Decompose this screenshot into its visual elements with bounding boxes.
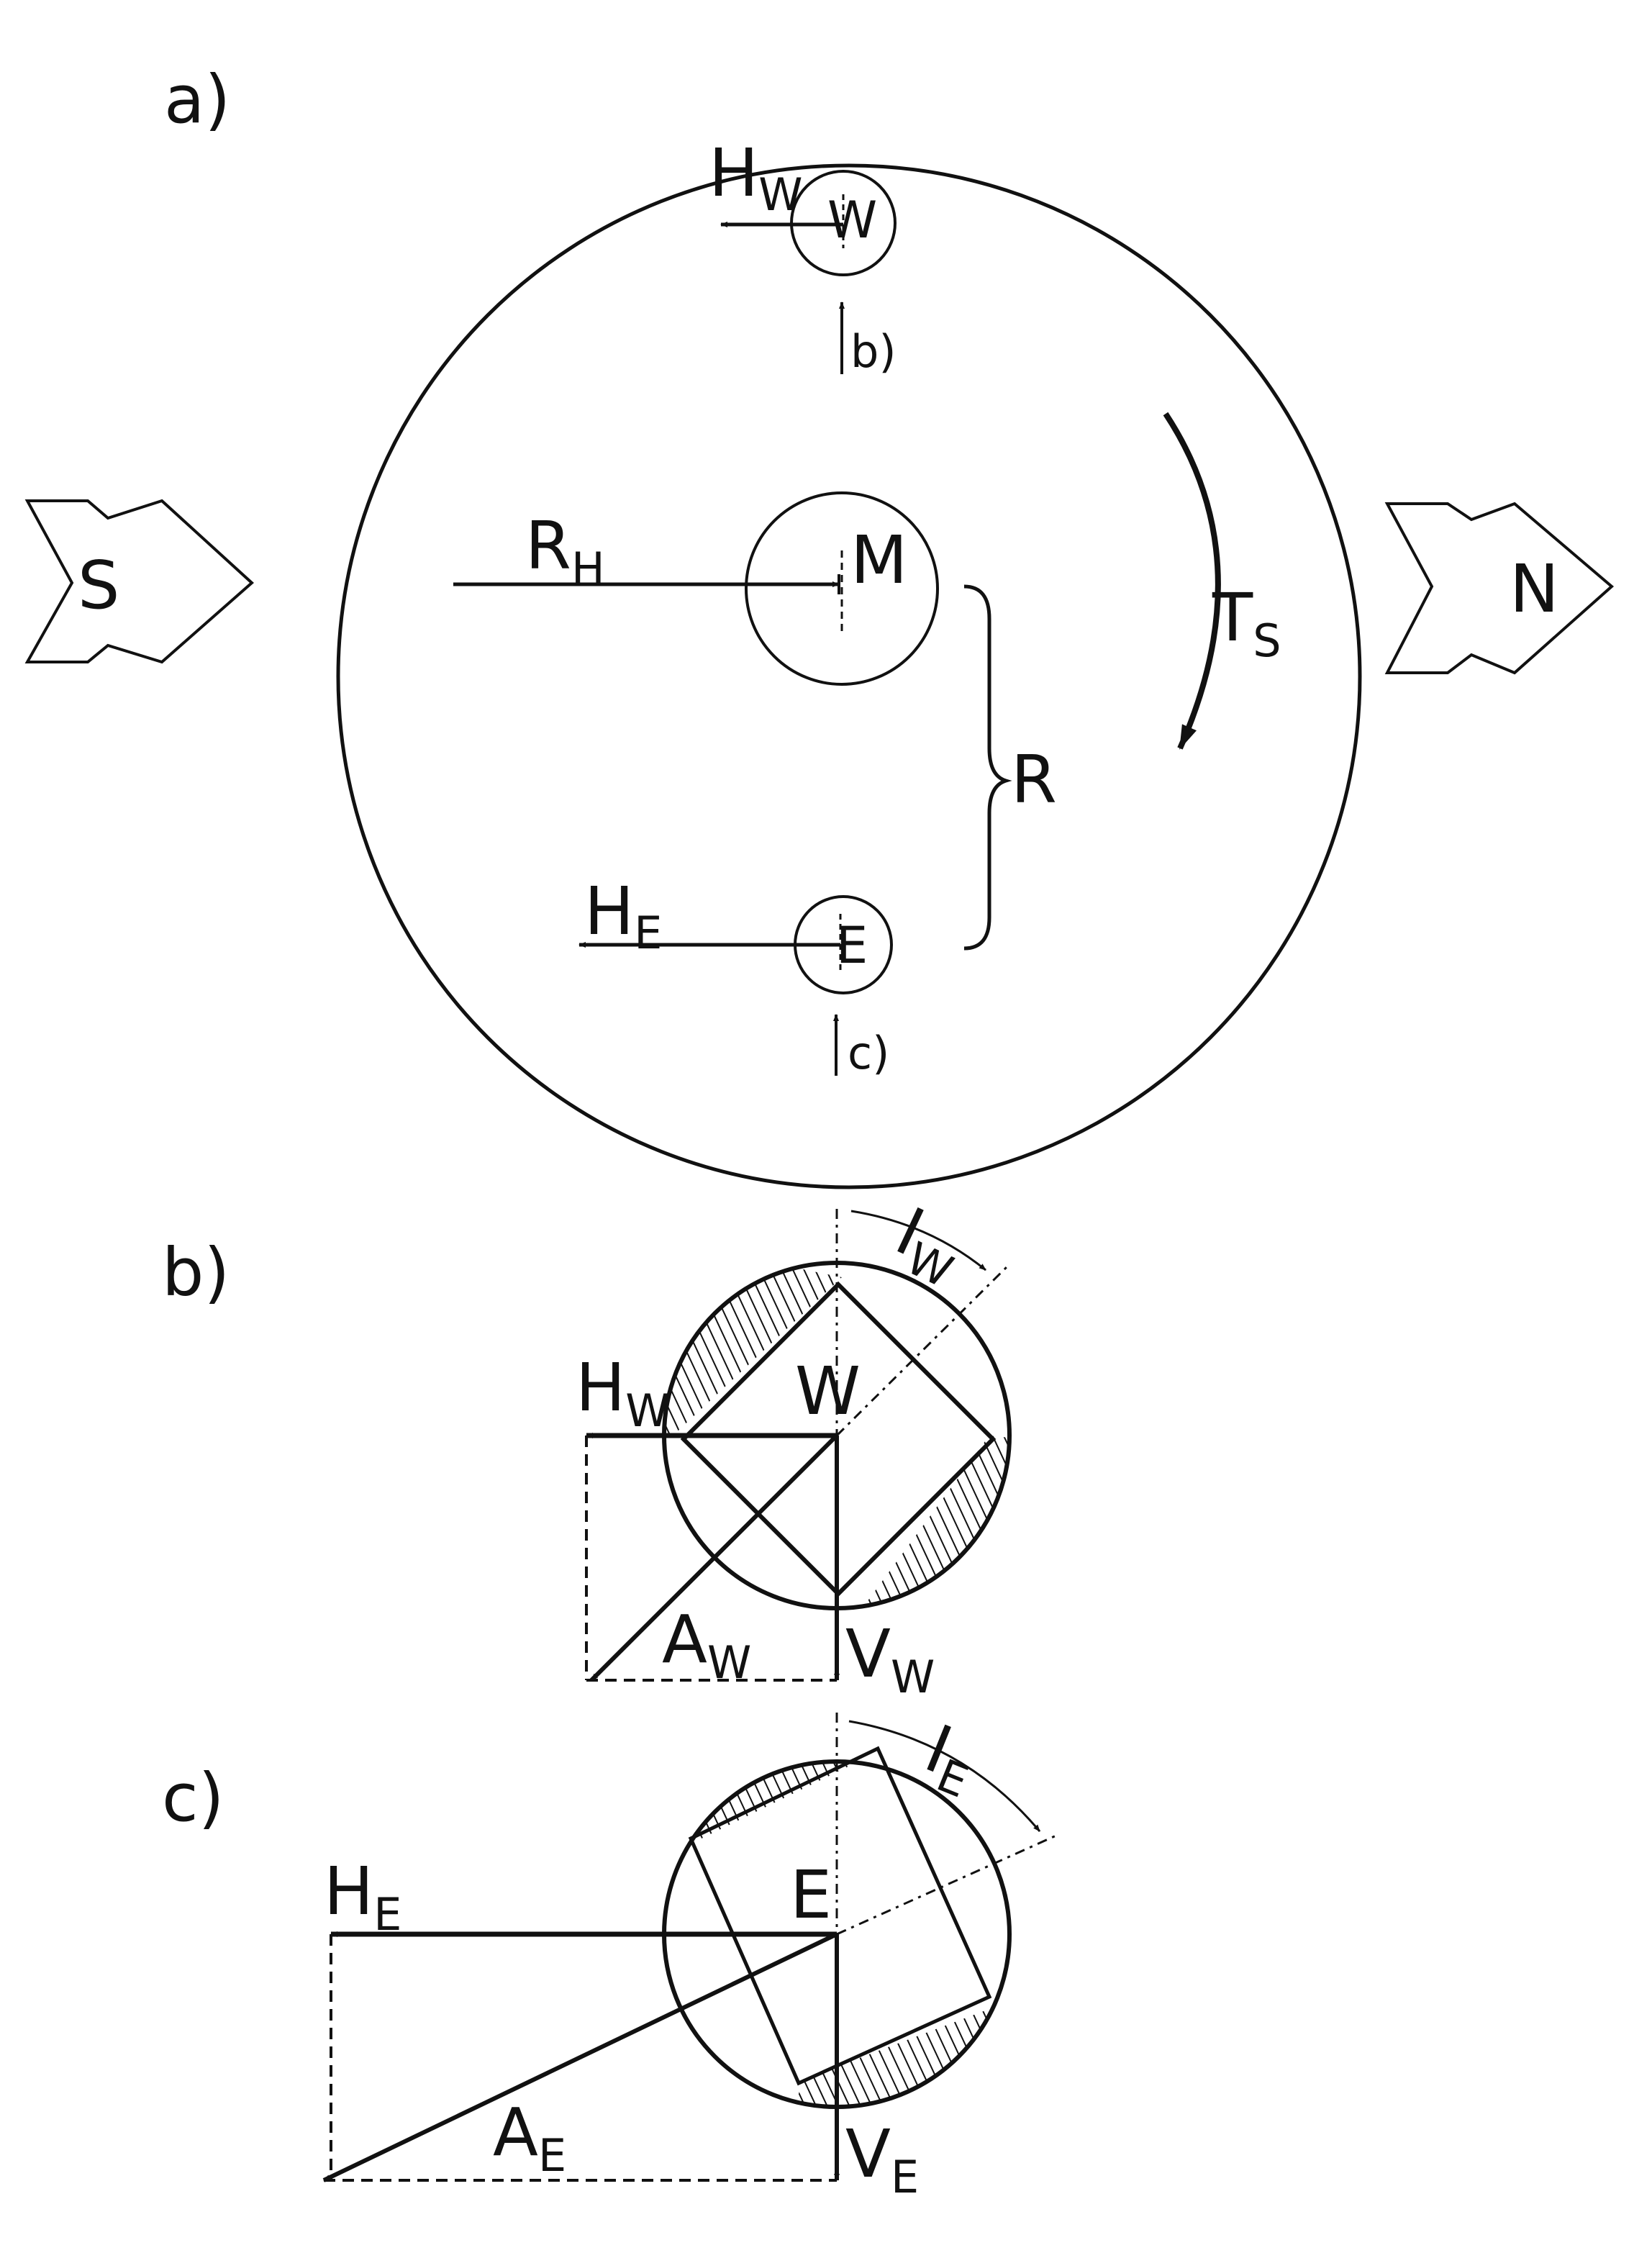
panel-a-label: a) <box>164 61 230 138</box>
iw-label: IW <box>881 1193 975 1298</box>
ref-b-label: b) <box>850 325 897 378</box>
east-detail-label: E <box>790 1856 832 1933</box>
earth-orbit-circle <box>336 163 1362 1189</box>
iw-angle-arc <box>850 1210 986 1271</box>
hw-label-b: HW <box>576 1349 670 1437</box>
moon-label: M <box>850 522 907 599</box>
ie-angle-arc <box>848 1720 1041 1832</box>
panel-b: b) W HW AW VW IW <box>162 1193 1012 1703</box>
west-detail-label: W <box>795 1353 861 1430</box>
ae-vector <box>322 1932 838 2182</box>
aw-label: AW <box>662 1601 751 1689</box>
ae-label: AE <box>493 2094 566 2182</box>
west-tilted-axis <box>835 1265 1009 1437</box>
hw-label-a: HW <box>709 135 803 221</box>
north-arrow: N <box>1384 502 1615 675</box>
rotation-arrow <box>1163 412 1221 750</box>
south-label: S <box>78 547 119 624</box>
ve-label: VE <box>845 2116 919 2203</box>
he-label-c: HE <box>324 1853 401 1941</box>
north-label: N <box>1510 550 1559 627</box>
panel-b-label: b) <box>162 1234 230 1311</box>
ie-label: IE <box>912 1710 988 1808</box>
aw-vector <box>589 1433 839 1682</box>
east-tilted-square <box>688 1746 992 2086</box>
he-label-a: HE <box>584 873 662 959</box>
radius-label: R <box>1011 741 1057 818</box>
south-arrow: S <box>24 499 254 664</box>
vw-label: VW <box>845 1615 935 1703</box>
moon-circle <box>745 491 939 686</box>
ref-c-label: c) <box>848 1027 889 1079</box>
east-tilted-axis <box>836 1833 1058 1936</box>
west-point-label: W <box>827 191 877 250</box>
radius-brace <box>963 584 1012 951</box>
ts-label: TS <box>1212 579 1281 667</box>
panel-c: c) E HE AE VE IE <box>162 1710 1058 2203</box>
rh-label: RH <box>525 507 605 595</box>
panel-a: a) S N M RH W HW b) E H <box>24 61 1615 1189</box>
panel-c-label: c) <box>162 1759 224 1836</box>
